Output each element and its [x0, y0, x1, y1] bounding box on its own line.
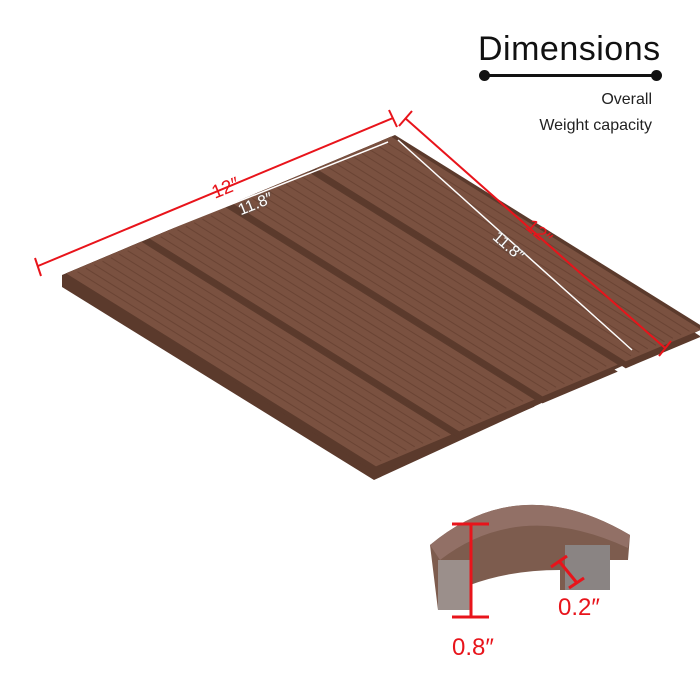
plank-groove — [352, 155, 657, 346]
plank-groove — [277, 187, 582, 378]
plank-groove — [93, 264, 399, 455]
plank-groove — [177, 229, 482, 420]
plank-groove — [368, 148, 674, 339]
plank-groove — [260, 194, 565, 385]
plank-groove — [185, 225, 490, 416]
label-clip-gap: 0.2″ — [558, 594, 600, 621]
spec-overall: Overall — [601, 91, 652, 108]
underline-dot-left — [479, 70, 490, 81]
plank-groove — [218, 211, 524, 402]
deck-tile — [62, 135, 700, 480]
plank-groove — [335, 162, 640, 353]
clip-detail-inset — [430, 504, 630, 619]
outer-width-cap-left — [34, 257, 42, 277]
plank-groove — [193, 222, 499, 413]
plank-groove — [285, 183, 590, 374]
plank-groove — [202, 218, 507, 409]
inner-dimension-lines — [65, 139, 633, 351]
plank-groove — [135, 246, 441, 437]
plank-groove — [243, 201, 549, 392]
outer-length-cap-top — [398, 110, 413, 127]
plank-groove — [360, 152, 665, 343]
plank-groove — [127, 250, 432, 441]
plank-groove — [102, 260, 407, 451]
plank-groove — [168, 232, 474, 423]
plank-groove — [119, 253, 424, 444]
plank-groove — [210, 215, 515, 406]
plank-groove — [77, 271, 382, 462]
title: Dimensions — [478, 30, 661, 68]
plank-groove — [377, 145, 682, 336]
plank-groove — [293, 180, 599, 371]
outer-width-line — [37, 117, 394, 267]
plank-groove — [160, 236, 465, 427]
plank-groove — [268, 190, 574, 381]
underline-dot-right — [651, 70, 662, 81]
dimension-lines — [34, 109, 672, 357]
outer-width-cap-right — [388, 109, 398, 128]
plank-groove — [252, 197, 557, 388]
plank-groove — [85, 267, 390, 458]
title-underline — [484, 74, 658, 77]
outer-length-line — [404, 117, 666, 349]
plank-groove — [110, 257, 415, 448]
plank-groove — [343, 159, 648, 350]
spec-weight-capacity: Weight capacity — [539, 117, 652, 134]
label-height: 0.8″ — [452, 634, 494, 661]
plank-groove — [302, 176, 607, 367]
plank-groove — [326, 166, 632, 357]
outer-length-cap-bottom — [658, 340, 672, 357]
